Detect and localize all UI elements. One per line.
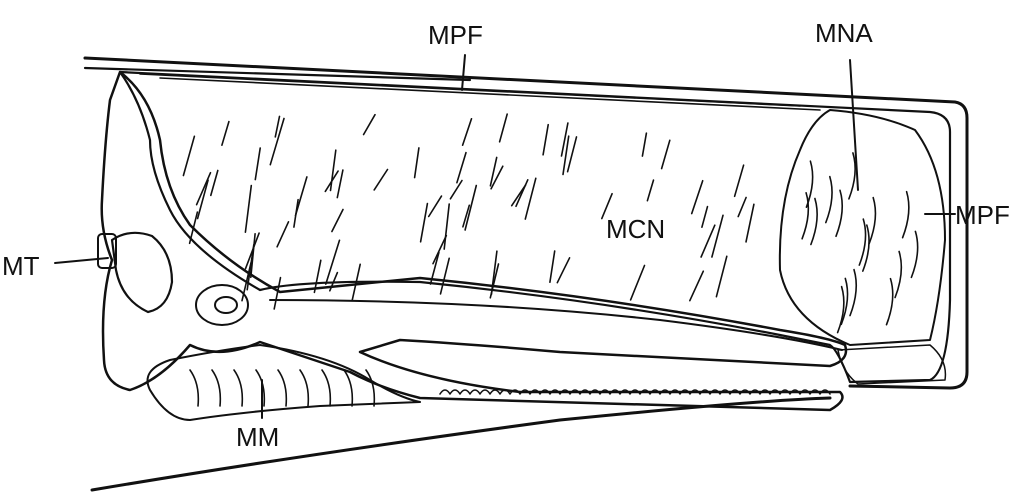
hatch-stroke xyxy=(543,125,548,155)
hatch-stroke xyxy=(444,204,449,249)
hatch-stroke xyxy=(364,115,375,135)
hatch-stroke xyxy=(429,196,442,216)
hatch-stroke xyxy=(190,212,198,243)
hatch-stroke xyxy=(512,185,526,206)
hatch-stroke xyxy=(450,181,462,199)
mna-stroke xyxy=(826,177,832,223)
mm-stroke xyxy=(190,370,198,406)
hatch-stroke xyxy=(712,215,723,257)
spermaceti-hatching xyxy=(183,114,917,406)
label-mna: MNA xyxy=(815,18,873,48)
junk-region-mna xyxy=(780,110,945,345)
mna-stroke xyxy=(911,231,917,277)
leader-mna xyxy=(850,60,858,190)
mna-stroke xyxy=(887,279,893,325)
crosshatch-region xyxy=(838,345,945,384)
eye xyxy=(215,297,237,313)
hatch-stroke xyxy=(274,278,280,309)
skull xyxy=(102,72,846,410)
hatch-stroke xyxy=(421,204,428,242)
hatch-stroke xyxy=(662,140,670,168)
hatch-stroke xyxy=(738,198,746,217)
leader-mpf-top xyxy=(462,55,465,90)
hatch-stroke xyxy=(746,204,754,242)
leader-mt xyxy=(55,258,108,263)
mm-stroke xyxy=(256,370,264,406)
mm-stroke xyxy=(278,370,286,406)
mna-stroke xyxy=(849,153,855,199)
hatch-stroke xyxy=(465,186,476,231)
hatch-stroke xyxy=(211,171,218,196)
hatch-stroke xyxy=(277,222,288,247)
mna-stroke xyxy=(869,198,875,244)
mm-stroke xyxy=(300,370,308,406)
mna-stroke xyxy=(838,287,844,333)
hatch-stroke xyxy=(255,148,260,180)
mm-stroke xyxy=(212,370,220,406)
hatch-stroke xyxy=(647,180,653,201)
hatch-stroke xyxy=(326,240,340,284)
hatch-stroke xyxy=(550,251,555,282)
mt-structure xyxy=(112,233,172,312)
lower-jaw-outline xyxy=(92,398,830,490)
hatch-stroke xyxy=(457,153,466,183)
label-mm: MM xyxy=(236,422,279,452)
mm-stroke xyxy=(344,370,352,406)
hatch-stroke xyxy=(337,170,343,198)
hatch-stroke xyxy=(716,256,726,296)
mm-stroke xyxy=(234,370,242,406)
hatch-stroke xyxy=(631,266,645,300)
mna-stroke xyxy=(811,199,817,245)
eye-socket xyxy=(196,285,248,325)
mna-stroke xyxy=(903,192,909,238)
hatch-stroke xyxy=(735,165,744,196)
hatch-stroke xyxy=(245,186,251,233)
hatch-stroke xyxy=(415,148,419,178)
spermaceti-case xyxy=(120,72,950,382)
label-mcn: MCN xyxy=(606,214,665,244)
mm-stroke xyxy=(322,370,330,406)
hatch-stroke xyxy=(374,170,387,190)
mna-stroke xyxy=(802,193,808,239)
hatch-stroke xyxy=(332,210,343,232)
hatch-stroke xyxy=(325,171,338,191)
hatch-stroke xyxy=(702,207,708,228)
hatch-stroke xyxy=(642,133,646,156)
hatch-stroke xyxy=(222,122,229,146)
label-mpf-right: MPF xyxy=(955,200,1010,230)
hatch-stroke xyxy=(516,180,528,207)
hatch-stroke xyxy=(463,119,472,145)
hatch-stroke xyxy=(331,150,336,190)
mna-stroke xyxy=(859,219,865,265)
hatch-stroke xyxy=(568,137,577,172)
label-mpf-top: MPF xyxy=(428,20,483,50)
hatch-stroke xyxy=(294,200,298,227)
hatch-stroke xyxy=(197,173,211,205)
hatch-stroke xyxy=(557,258,569,283)
hatch-stroke xyxy=(692,181,703,214)
hatch-stroke xyxy=(525,178,536,219)
mna-stroke xyxy=(895,252,901,298)
label-mt: MT xyxy=(2,251,40,281)
mm-stroke xyxy=(366,370,374,406)
hatch-stroke xyxy=(690,271,704,301)
hatch-stroke xyxy=(500,114,508,142)
hatch-stroke xyxy=(441,258,450,294)
hatch-stroke xyxy=(183,136,194,175)
mna-stroke xyxy=(836,190,842,236)
mna-stroke xyxy=(850,270,856,316)
